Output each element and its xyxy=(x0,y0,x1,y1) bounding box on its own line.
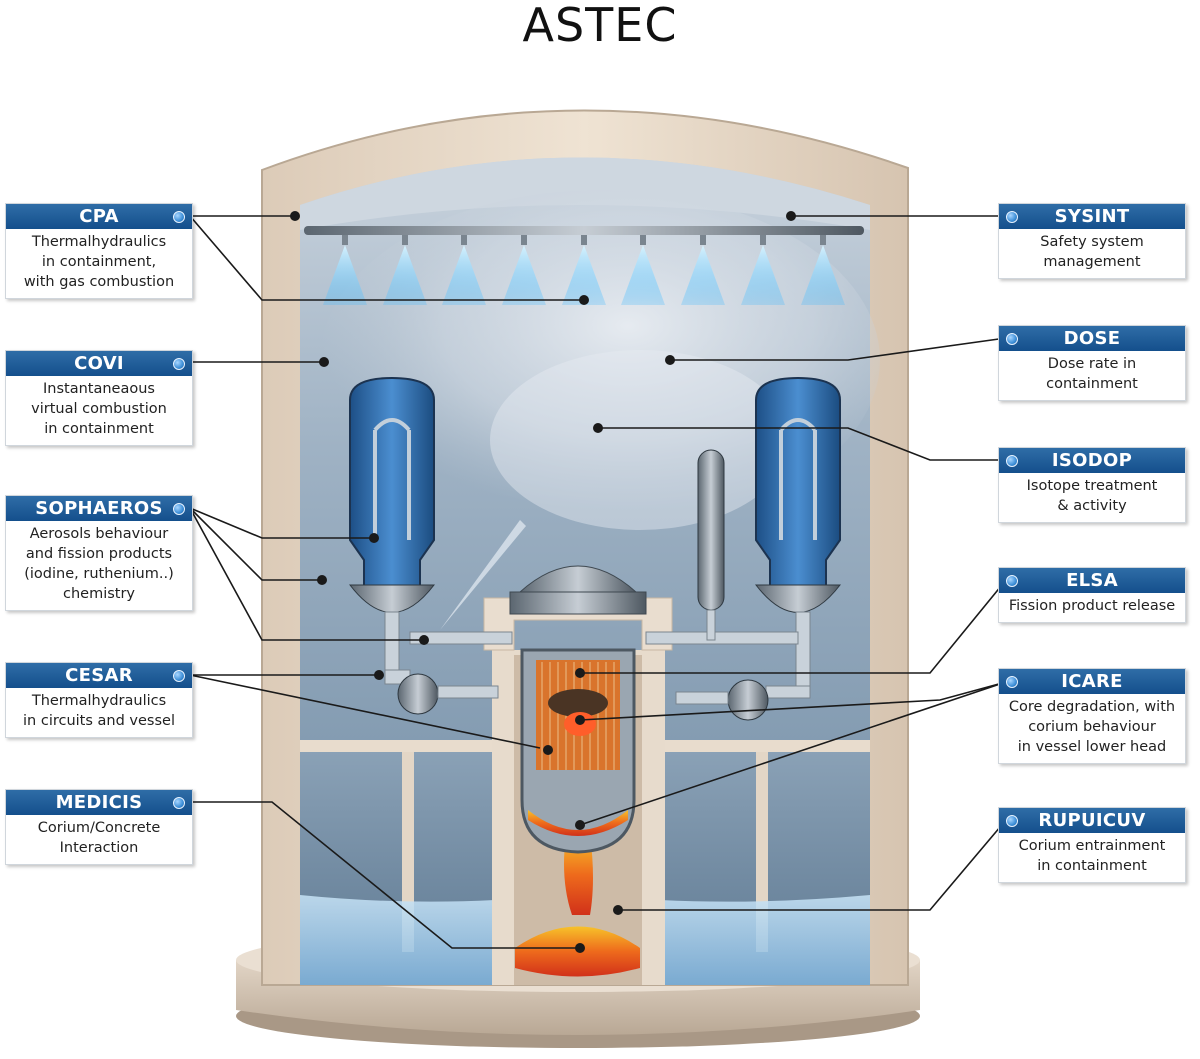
module-name: CPA xyxy=(79,206,119,227)
module-name: DOSE xyxy=(1063,328,1121,349)
module-card-icare: ICARE Core degradation, with corium beha… xyxy=(998,668,1186,764)
module-description: Isotope treatment & activity xyxy=(1026,478,1158,514)
steam-generator-right xyxy=(645,376,842,721)
spray-nozzles xyxy=(323,235,845,305)
spray-header xyxy=(304,226,864,235)
connector-elsa xyxy=(580,579,1007,674)
module-description: Core degradation, with corium behaviour … xyxy=(1008,699,1176,755)
connector-cesar-2 xyxy=(189,674,541,749)
page-title: ASTEC xyxy=(522,0,678,52)
module-card-rupuicuv: RUPUICUV Corium entrainment in containme… xyxy=(998,807,1186,883)
sump-water-left xyxy=(300,895,495,985)
module-card-isodop: ISODOP Isotope treatment & activity xyxy=(998,447,1186,523)
vessel-flange xyxy=(509,591,647,615)
module-name: CESAR xyxy=(65,665,133,686)
connector-icare-2 xyxy=(579,681,1007,826)
connector-dose xyxy=(670,337,1007,361)
module-card-cesar: CESAR Thermalhydraulics in circuits and … xyxy=(5,662,193,738)
module-name: SOPHAEROS xyxy=(35,498,163,519)
connector-sophaeros-1 xyxy=(189,507,374,539)
module-name: ICARE xyxy=(1061,671,1123,692)
lower-head-corium xyxy=(528,810,628,836)
bullet-icon xyxy=(173,211,185,223)
module-card-elsa: ELSA Fission product release xyxy=(998,567,1186,623)
bullet-icon xyxy=(1006,455,1018,467)
module-card-covi: COVI Instantaneaous virtual combustion i… xyxy=(5,350,193,446)
module-description: Dose rate in containment xyxy=(1046,356,1138,392)
core-debris xyxy=(548,689,608,717)
module-name: MEDICIS xyxy=(55,792,143,813)
connector-endpoints xyxy=(290,211,796,953)
module-description: Corium/Concrete Interaction xyxy=(37,820,161,856)
bullet-icon xyxy=(173,797,185,809)
connector-cpa-2 xyxy=(189,215,584,301)
connector-rupuicuv xyxy=(618,819,1007,911)
module-description: Aerosols behaviour and fission products … xyxy=(24,526,174,602)
bullet-icon xyxy=(1006,333,1018,345)
module-card-cpa: CPA Thermalhydraulics in containment, wi… xyxy=(5,203,193,299)
module-card-sysint: SYSINT Safety system management xyxy=(998,203,1186,279)
bullet-icon xyxy=(1006,815,1018,827)
module-description: Fission product release xyxy=(1008,598,1176,614)
bullet-icon xyxy=(173,670,185,682)
aerosol-cloud-inner xyxy=(490,350,790,530)
sump-water-right xyxy=(660,895,870,985)
bullet-icon xyxy=(1006,575,1018,587)
module-card-medicis: MEDICIS Corium/Concrete Interaction xyxy=(5,789,193,865)
module-name: COVI xyxy=(74,353,124,374)
corium-jet xyxy=(564,835,593,915)
connector-icare-1 xyxy=(579,681,1007,721)
module-name: ELSA xyxy=(1066,570,1118,591)
break-jet xyxy=(440,520,526,630)
connector-sophaeros-3 xyxy=(189,507,424,641)
module-name: RUPUICUV xyxy=(1038,810,1146,831)
module-name: ISODOP xyxy=(1051,450,1133,471)
connector-lines xyxy=(189,215,1007,949)
pressurizer xyxy=(697,449,725,641)
bullet-icon xyxy=(173,358,185,370)
connector-medicis xyxy=(190,801,580,949)
vessel-head xyxy=(518,565,638,593)
connector-isodop xyxy=(598,427,1006,461)
module-description: Thermalhydraulics in containment, with g… xyxy=(23,234,175,290)
module-card-sophaeros: SOPHAEROS Aerosols behaviour and fission… xyxy=(5,495,193,611)
module-description: Corium entrainment in containment xyxy=(1018,838,1166,874)
module-card-dose: DOSE Dose rate in containment xyxy=(998,325,1186,401)
connector-sophaeros-2 xyxy=(189,507,322,581)
module-description: Thermalhydraulics in circuits and vessel xyxy=(23,693,175,729)
bullet-icon xyxy=(1006,676,1018,688)
bullet-icon xyxy=(173,503,185,515)
module-description: Safety system management xyxy=(1040,234,1144,270)
bullet-icon xyxy=(1006,211,1018,223)
module-name: SYSINT xyxy=(1054,206,1130,227)
module-description: Instantaneaous virtual combustion in con… xyxy=(31,381,167,437)
